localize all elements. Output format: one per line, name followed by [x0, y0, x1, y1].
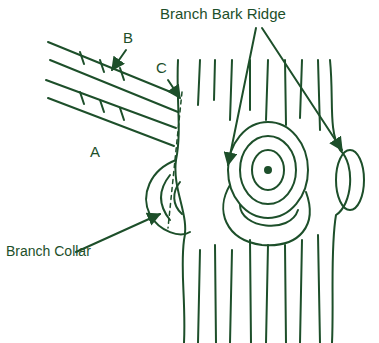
part-name: Branch Bark Ridge	[160, 6, 286, 21]
leader-line	[228, 28, 256, 165]
leader-line	[262, 28, 342, 150]
callout-letter: B	[123, 30, 133, 45]
leader-line	[168, 80, 180, 98]
callout-letter: A	[90, 144, 100, 159]
part-name: Branch Collar	[6, 244, 91, 258]
callout-letter: C	[156, 60, 167, 75]
leader-line	[112, 50, 126, 70]
